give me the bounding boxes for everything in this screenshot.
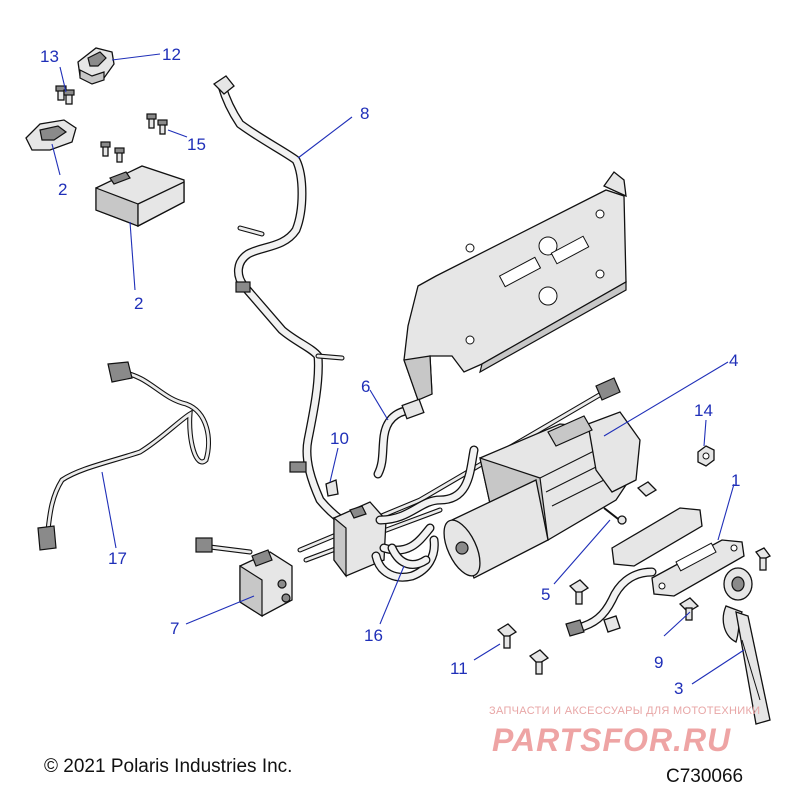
part-13-screws bbox=[55, 85, 75, 105]
callout-1: 1 bbox=[731, 471, 740, 490]
copyright-notice: © 2021 Polaris Industries Inc. bbox=[44, 756, 293, 777]
callout-12: 12 bbox=[162, 45, 181, 64]
callout-15: 15 bbox=[187, 135, 206, 154]
part-1-fairlead bbox=[611, 507, 771, 597]
callout-16: 16 bbox=[364, 626, 383, 645]
watermark-logo: PARTSFOR.RU bbox=[492, 722, 731, 756]
part-5-rope bbox=[603, 507, 627, 525]
callout-5: 5 bbox=[541, 585, 550, 604]
callout-7: 7 bbox=[170, 619, 179, 638]
battery-cable bbox=[565, 567, 657, 637]
callout-10: 10 bbox=[330, 429, 349, 448]
part-4-winch bbox=[443, 411, 641, 579]
part-15-screws bbox=[100, 113, 168, 163]
part-10-pin bbox=[325, 479, 339, 497]
drawing-id: C730066 bbox=[666, 766, 744, 787]
winch-mount-plate bbox=[403, 171, 627, 401]
callout-9: 9 bbox=[654, 653, 663, 672]
part-8-cable bbox=[212, 75, 355, 531]
callout-labels: 13 12 8 15 2 2 4 6 14 10 1 17 5 7 16 9 1… bbox=[40, 45, 740, 698]
callout-13: 13 bbox=[40, 47, 59, 66]
leader-lines bbox=[51, 53, 745, 685]
part-16-cables bbox=[371, 535, 439, 582]
part-12-bracket bbox=[77, 47, 115, 85]
part-7-relay bbox=[195, 537, 293, 618]
watermark-brand: PARTSFOR.RU bbox=[492, 722, 731, 756]
watermark-tagline: ЗАПЧАСТИ И АКСЕССУАРЫ ДЛЯ МОТОТЕХНИКИ bbox=[489, 705, 761, 717]
callout-11: 11 bbox=[450, 659, 468, 678]
callout-17: 17 bbox=[108, 549, 127, 568]
part-3-hook-strap bbox=[722, 567, 771, 725]
part-11-bolts bbox=[496, 481, 658, 675]
callout-8: 8 bbox=[360, 104, 369, 123]
part-17-harness bbox=[37, 361, 211, 551]
part-2-control-module bbox=[95, 165, 185, 228]
callout-3: 3 bbox=[674, 679, 683, 698]
callout-6: 6 bbox=[361, 377, 370, 396]
part-9-bolt bbox=[678, 597, 700, 621]
part-14-nut bbox=[697, 445, 715, 467]
callout-2-upper: 2 bbox=[58, 180, 67, 199]
callout-2-lower: 2 bbox=[134, 294, 143, 313]
callout-4: 4 bbox=[729, 351, 738, 370]
part-6-cable bbox=[373, 398, 425, 479]
callout-14: 14 bbox=[694, 401, 713, 420]
part-2-bracket bbox=[25, 119, 77, 151]
